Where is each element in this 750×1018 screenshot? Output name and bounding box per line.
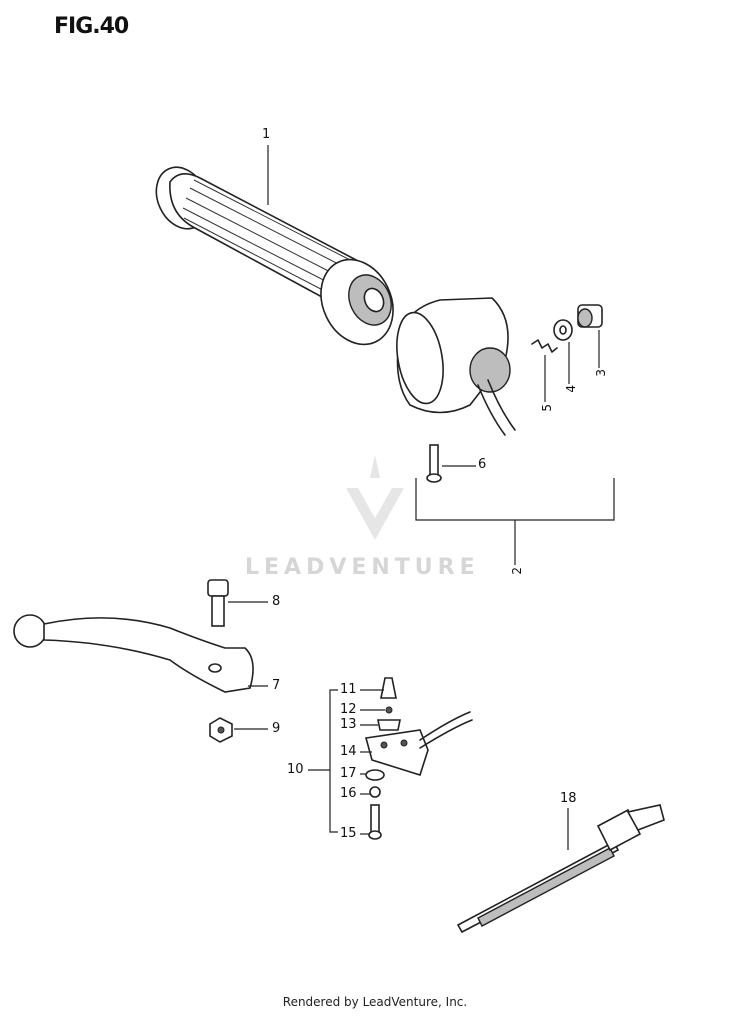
callout-14: 14 xyxy=(340,744,357,759)
lever-nut xyxy=(209,717,233,743)
callout-1: 1 xyxy=(262,127,271,142)
adjuster-nut xyxy=(577,304,603,328)
throttle-grip xyxy=(155,166,394,346)
callout-17: 17 xyxy=(340,766,357,781)
callout-5: 5 xyxy=(540,404,554,412)
bracket-10 xyxy=(329,689,338,833)
brake-lever xyxy=(13,614,254,693)
figure-title: FIG.40 xyxy=(54,14,129,39)
bracket-2 xyxy=(415,478,615,521)
spring xyxy=(531,339,558,353)
callout-7: 7 xyxy=(272,678,281,693)
callout-8: 8 xyxy=(272,594,281,609)
switch-assembly xyxy=(364,677,473,840)
callout-4: 4 xyxy=(564,385,578,393)
housing-screw xyxy=(426,444,442,483)
callout-13: 13 xyxy=(340,717,357,732)
footer-credit: Rendered by LeadVenture, Inc. xyxy=(282,995,468,1009)
watermark-text: LEADVENTURE xyxy=(245,555,480,580)
throttle-housing xyxy=(396,297,516,436)
callout-3: 3 xyxy=(594,369,608,377)
callout-6: 6 xyxy=(478,457,487,472)
callout-15: 15 xyxy=(340,826,357,841)
cable-tie xyxy=(456,804,665,934)
callout-2: 2 xyxy=(510,567,524,575)
callout-18: 18 xyxy=(560,791,577,806)
pivot-bolt xyxy=(207,579,229,627)
washer xyxy=(553,319,573,341)
callout-12: 12 xyxy=(340,702,357,717)
callout-16: 16 xyxy=(340,786,357,801)
callout-9: 9 xyxy=(272,721,281,736)
callout-10: 10 xyxy=(287,762,304,777)
callout-11: 11 xyxy=(340,682,357,697)
watermark-logo xyxy=(346,455,404,540)
